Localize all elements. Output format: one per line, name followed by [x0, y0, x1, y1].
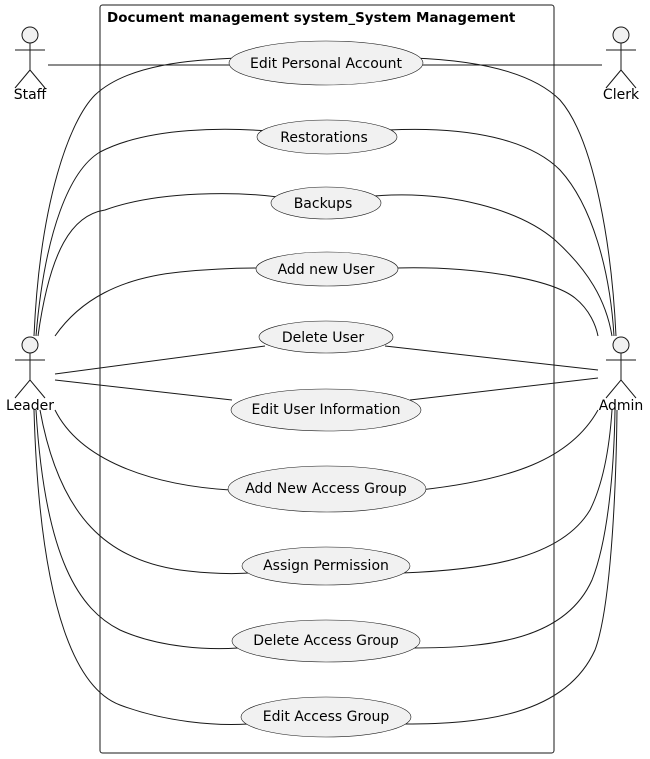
assoc-leader-backups	[37, 193, 279, 337]
assoc-leader-delete-user	[54, 345, 266, 375]
use-case-label: Edit Access Group	[263, 709, 390, 725]
use-case-label: Add New Access Group	[245, 481, 407, 497]
assoc-leader-restorations	[35, 128, 269, 337]
use-case-delete-user[interactable]: Delete User	[258, 320, 394, 354]
assoc-admin-restorations	[387, 128, 615, 337]
actor-leader[interactable]: Leader	[6, 336, 54, 414]
assoc-admin-delete-user	[384, 345, 599, 371]
assoc-admin-edit-personal-account	[411, 57, 617, 337]
assoc-admin-backups	[373, 194, 613, 337]
actor-staff[interactable]: Staff	[14, 26, 47, 103]
actor-label: Clerk	[603, 87, 640, 103]
use-case-backups[interactable]: Backups	[270, 186, 382, 220]
assoc-admin-edit-user-information	[409, 377, 599, 401]
use-case-label: Delete User	[282, 330, 365, 346]
assoc-leader-add-new-access-group	[54, 409, 231, 491]
use-case-label: Add new User	[278, 262, 375, 278]
assoc-admin-assign-permission	[401, 409, 613, 574]
use-case-label: Assign Permission	[263, 558, 389, 574]
use-case-label: Backups	[294, 196, 353, 212]
use-case-edit-user-information[interactable]: Edit User Information	[230, 388, 422, 432]
use-case-label: Edit User Information	[252, 402, 401, 418]
use-case-label: Delete Access Group	[253, 633, 399, 649]
use-case-edit-personal-account[interactable]: Edit Personal Account	[228, 40, 424, 86]
assoc-leader-edit-user-information	[54, 379, 233, 401]
assoc-leader-edit-access-group	[33, 409, 249, 725]
use-case-label: Edit Personal Account	[250, 56, 403, 72]
assoc-admin-add-new-access-group	[419, 409, 599, 491]
use-case-label: Restorations	[280, 130, 368, 146]
use-case-restorations[interactable]: Restorations	[256, 119, 398, 155]
use-case-add-new-user[interactable]: Add new User	[255, 251, 399, 287]
assoc-admin-add-new-user	[395, 267, 599, 337]
assoc-leader-add-new-user	[54, 267, 259, 337]
actor-label: Admin	[599, 398, 644, 414]
assoc-admin-delete-access-group	[411, 409, 616, 649]
assoc-admin-edit-access-group	[403, 409, 618, 725]
actor-label: Leader	[6, 398, 54, 414]
system-title: Document management system_System Manage…	[107, 10, 516, 26]
assoc-leader-delete-access-group	[35, 409, 239, 650]
actor-admin[interactable]: Admin	[599, 336, 644, 414]
actor-clerk[interactable]: Clerk	[603, 26, 640, 103]
use-case-edit-access-group[interactable]: Edit Access Group	[240, 696, 412, 738]
use-case-delete-access-group[interactable]: Delete Access Group	[231, 619, 421, 663]
assoc-leader-edit-personal-account	[33, 57, 239, 337]
actor-label: Staff	[14, 87, 47, 103]
associations	[33, 57, 618, 725]
system-boundary: Document management system_System Manage…	[99, 4, 555, 754]
use-case-add-new-access-group[interactable]: Add New Access Group	[227, 465, 427, 513]
assoc-leader-assign-permission	[39, 409, 249, 575]
use-case-assign-permission[interactable]: Assign Permission	[241, 546, 411, 586]
